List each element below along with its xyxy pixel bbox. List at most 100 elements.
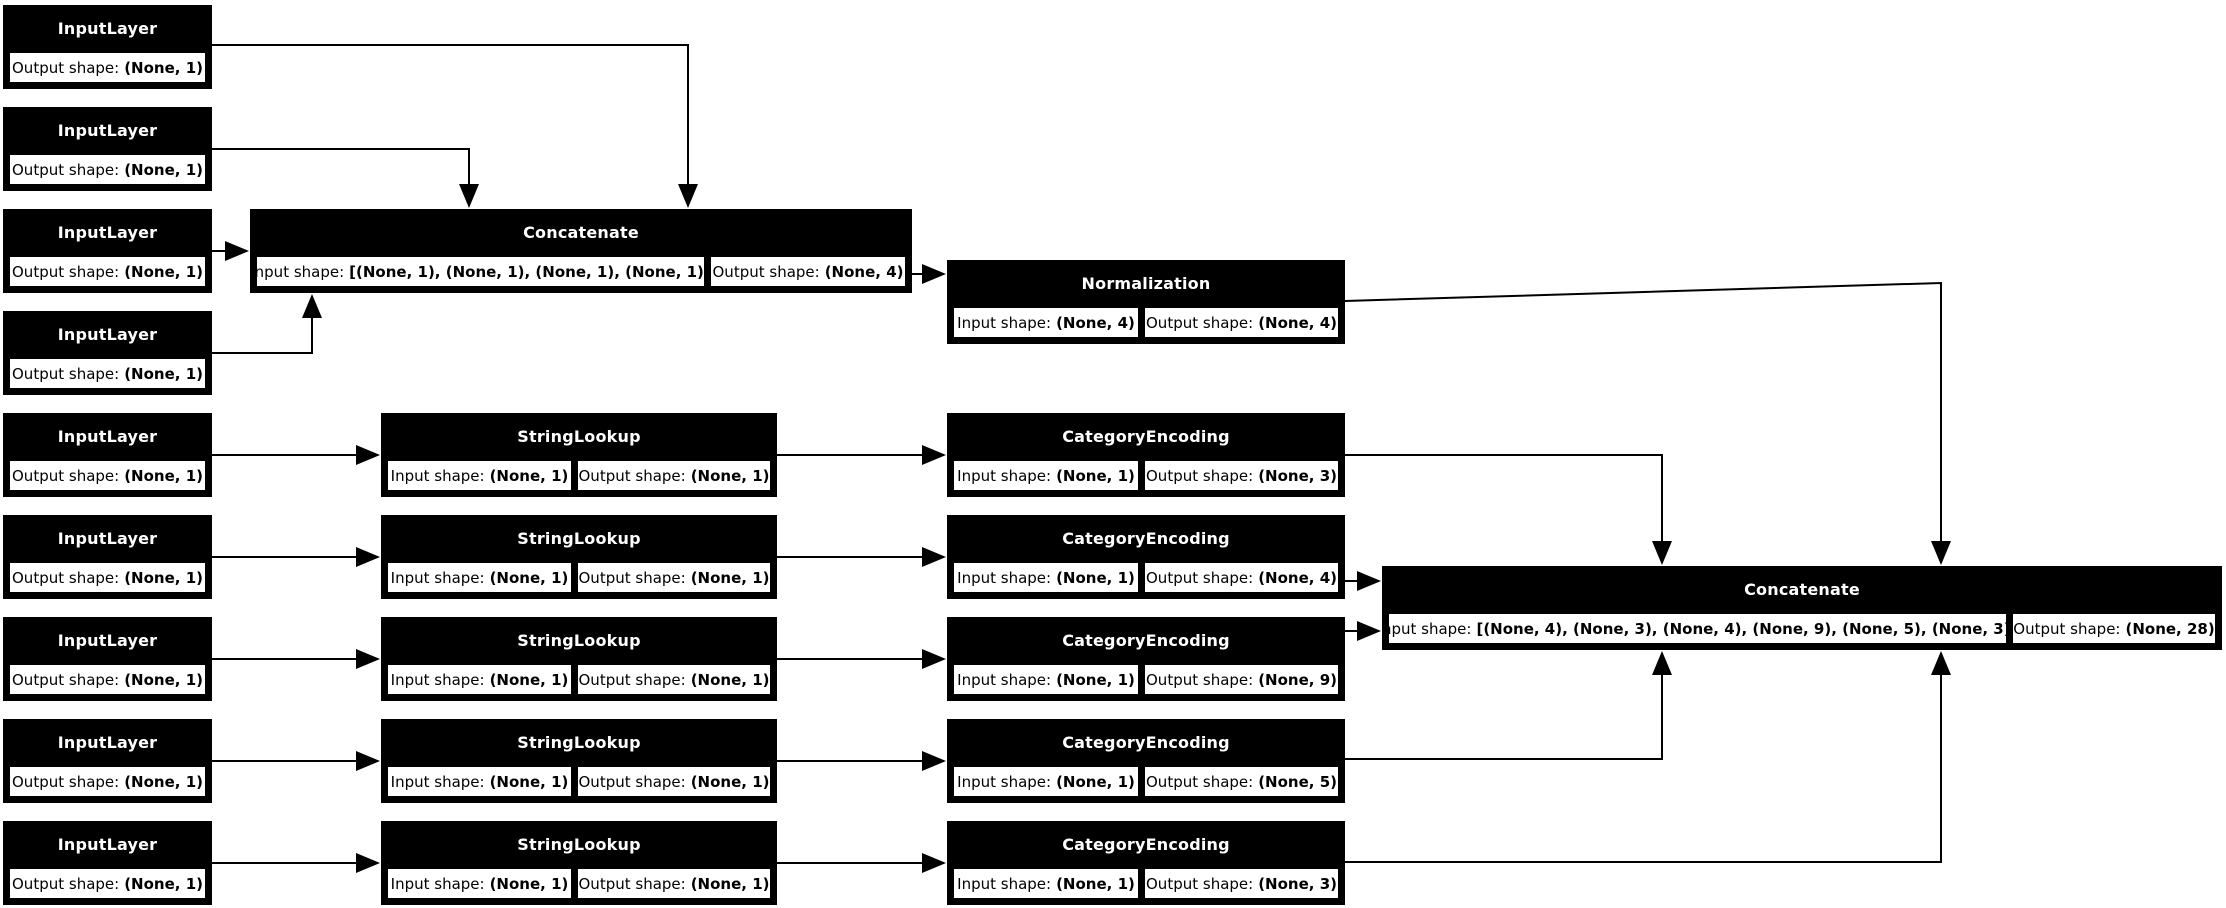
output-shape-cell: Output shape:(None, 1) — [8, 867, 207, 900]
input-shape-value: (None, 1) — [489, 772, 569, 791]
layer-type-title: StringLookup — [517, 733, 641, 752]
output-shape-label: Output shape: — [578, 466, 686, 485]
input-shape-cell: Input shape:(None, 1) — [386, 459, 573, 492]
layer-type-title: StringLookup — [517, 835, 641, 854]
layer-node-categoryencoding-2: CategoryEncoding Input shape:(None, 1) O… — [947, 515, 1345, 599]
shape-cells: Input shape:(None, 1) Output shape:(None… — [952, 867, 1340, 900]
edge-normalization-concat2 — [1344, 281, 1951, 565]
layer-node-stringlookup-3: StringLookup Input shape:(None, 1) Outpu… — [381, 617, 777, 701]
input-shape-label: Input shape: — [957, 568, 1052, 587]
input-shape-label: Input shape: — [255, 262, 345, 281]
edge-input-a4-concat1 — [212, 294, 322, 354]
input-shape-cell: Input shape:(None, 4) — [952, 306, 1140, 339]
shape-cells: Input shape:(None, 1) Output shape:(None… — [386, 561, 772, 594]
output-shape-label: Output shape: — [1146, 313, 1254, 332]
layer-node-normalization: Normalization Input shape:(None, 4) Outp… — [947, 260, 1345, 344]
shape-cells: Output shape:(None, 1) — [8, 867, 207, 900]
output-shape-value: (None, 1) — [690, 772, 770, 791]
edge-encode4-concat2 — [1345, 651, 1672, 760]
input-shape-cell: Input shape:(None, 1) — [386, 765, 573, 798]
output-shape-cell: Output shape:(None, 1) — [8, 153, 207, 186]
input-shape-cell: Input shape:(None, 1) — [952, 459, 1140, 492]
layer-type-title: InputLayer — [57, 19, 158, 38]
input-shape-label: Input shape: — [390, 670, 485, 689]
output-shape-value: (None, 1) — [124, 160, 203, 179]
shape-cells: Input shape:[(None, 4), (None, 3), (None… — [1387, 612, 2217, 645]
input-shape-value: (None, 1) — [1056, 874, 1135, 893]
layer-type-title: InputLayer — [57, 223, 158, 242]
shape-cells: Output shape:(None, 1) — [8, 357, 207, 390]
input-shape-label: Input shape: — [390, 568, 485, 587]
layer-node-inputlayer-9: InputLayer Output shape:(None, 1) — [3, 821, 212, 905]
layer-type-title: CategoryEncoding — [1062, 733, 1230, 752]
shape-cells: Output shape:(None, 1) — [8, 765, 207, 798]
layer-type-title: CategoryEncoding — [1062, 835, 1230, 854]
output-shape-label: Output shape: — [12, 262, 120, 281]
input-shape-value: (None, 1) — [489, 568, 569, 587]
shape-cells: Output shape:(None, 1) — [8, 153, 207, 186]
input-shape-value: (None, 1) — [1056, 568, 1135, 587]
layer-node-concatenate-1: Concatenate Input shape:[(None, 1), (Non… — [250, 209, 912, 293]
output-shape-label: Output shape: — [578, 772, 686, 791]
output-shape-value: (None, 4) — [1258, 568, 1337, 587]
output-shape-cell: Output shape:(None, 1) — [8, 765, 207, 798]
input-shape-value: (None, 1) — [1056, 466, 1135, 485]
output-shape-label: Output shape: — [712, 262, 820, 281]
edge-input-a1-concat1 — [212, 44, 698, 208]
input-shape-label: Input shape: — [390, 466, 485, 485]
edge-encode5-concat2 — [1345, 651, 1951, 863]
shape-cells: Output shape:(None, 1) — [8, 255, 207, 288]
output-shape-label: Output shape: — [12, 568, 120, 587]
output-shape-value: (None, 1) — [124, 670, 203, 689]
output-shape-value: (None, 1) — [124, 466, 203, 485]
layer-node-inputlayer-5: InputLayer Output shape:(None, 1) — [3, 413, 212, 497]
layer-type-title: InputLayer — [57, 631, 158, 650]
output-shape-label: Output shape: — [12, 364, 120, 383]
input-shape-cell: Input shape:(None, 1) — [952, 765, 1140, 798]
layer-node-concatenate-2: Concatenate Input shape:[(None, 4), (Non… — [1382, 566, 2222, 650]
layer-type-title: StringLookup — [517, 427, 641, 446]
output-shape-cell: Output shape:(None, 1) — [576, 765, 772, 798]
output-shape-label: Output shape: — [12, 670, 120, 689]
layer-type-title: CategoryEncoding — [1062, 529, 1230, 548]
edge-input-a2-concat1 — [212, 148, 479, 208]
output-shape-value: (None, 1) — [690, 466, 770, 485]
output-shape-value: (None, 1) — [690, 670, 770, 689]
input-shape-label: Input shape: — [957, 466, 1052, 485]
output-shape-label: Output shape: — [578, 670, 686, 689]
layer-node-stringlookup-2: StringLookup Input shape:(None, 1) Outpu… — [381, 515, 777, 599]
input-shape-label: Input shape: — [390, 772, 485, 791]
input-shape-label: Input shape: — [957, 670, 1052, 689]
layer-type-title: InputLayer — [57, 427, 158, 446]
output-shape-label: Output shape: — [1146, 568, 1254, 587]
output-shape-cell: Output shape:(None, 5) — [1143, 765, 1340, 798]
shape-cells: Input shape:(None, 1) Output shape:(None… — [952, 459, 1340, 492]
output-shape-cell: Output shape:(None, 1) — [8, 561, 207, 594]
edge-encode1-concat2 — [1345, 454, 1672, 565]
input-shape-cell: Input shape:[(None, 4), (None, 3), (None… — [1387, 612, 2008, 645]
output-shape-cell: Output shape:(None, 1) — [576, 867, 772, 900]
output-shape-label: Output shape: — [578, 874, 686, 893]
input-shape-label: Input shape: — [957, 313, 1052, 332]
layer-type-title: CategoryEncoding — [1062, 631, 1230, 650]
output-shape-cell: Output shape:(None, 1) — [8, 459, 207, 492]
output-shape-value: (None, 4) — [824, 262, 904, 281]
output-shape-value: (None, 1) — [124, 874, 203, 893]
output-shape-label: Output shape: — [2013, 619, 2121, 638]
output-shape-label: Output shape: — [1146, 874, 1254, 893]
output-shape-cell: Output shape:(None, 28) — [2011, 612, 2217, 645]
output-shape-cell: Output shape:(None, 9) — [1143, 663, 1340, 696]
output-shape-cell: Output shape:(None, 1) — [576, 459, 772, 492]
layer-node-inputlayer-3: InputLayer Output shape:(None, 1) — [3, 209, 212, 293]
shape-cells: Output shape:(None, 1) — [8, 663, 207, 696]
output-shape-cell: Output shape:(None, 1) — [8, 663, 207, 696]
shape-cells: Input shape:(None, 1) Output shape:(None… — [386, 663, 772, 696]
output-shape-cell: Output shape:(None, 1) — [8, 357, 207, 390]
output-shape-value: (None, 5) — [1258, 772, 1337, 791]
output-shape-cell: Output shape:(None, 4) — [1143, 306, 1340, 339]
output-shape-label: Output shape: — [12, 874, 120, 893]
output-shape-cell: Output shape:(None, 1) — [8, 51, 207, 84]
output-shape-cell: Output shape:(None, 4) — [709, 255, 907, 288]
layer-node-categoryencoding-5: CategoryEncoding Input shape:(None, 1) O… — [947, 821, 1345, 905]
output-shape-cell: Output shape:(None, 4) — [1143, 561, 1340, 594]
